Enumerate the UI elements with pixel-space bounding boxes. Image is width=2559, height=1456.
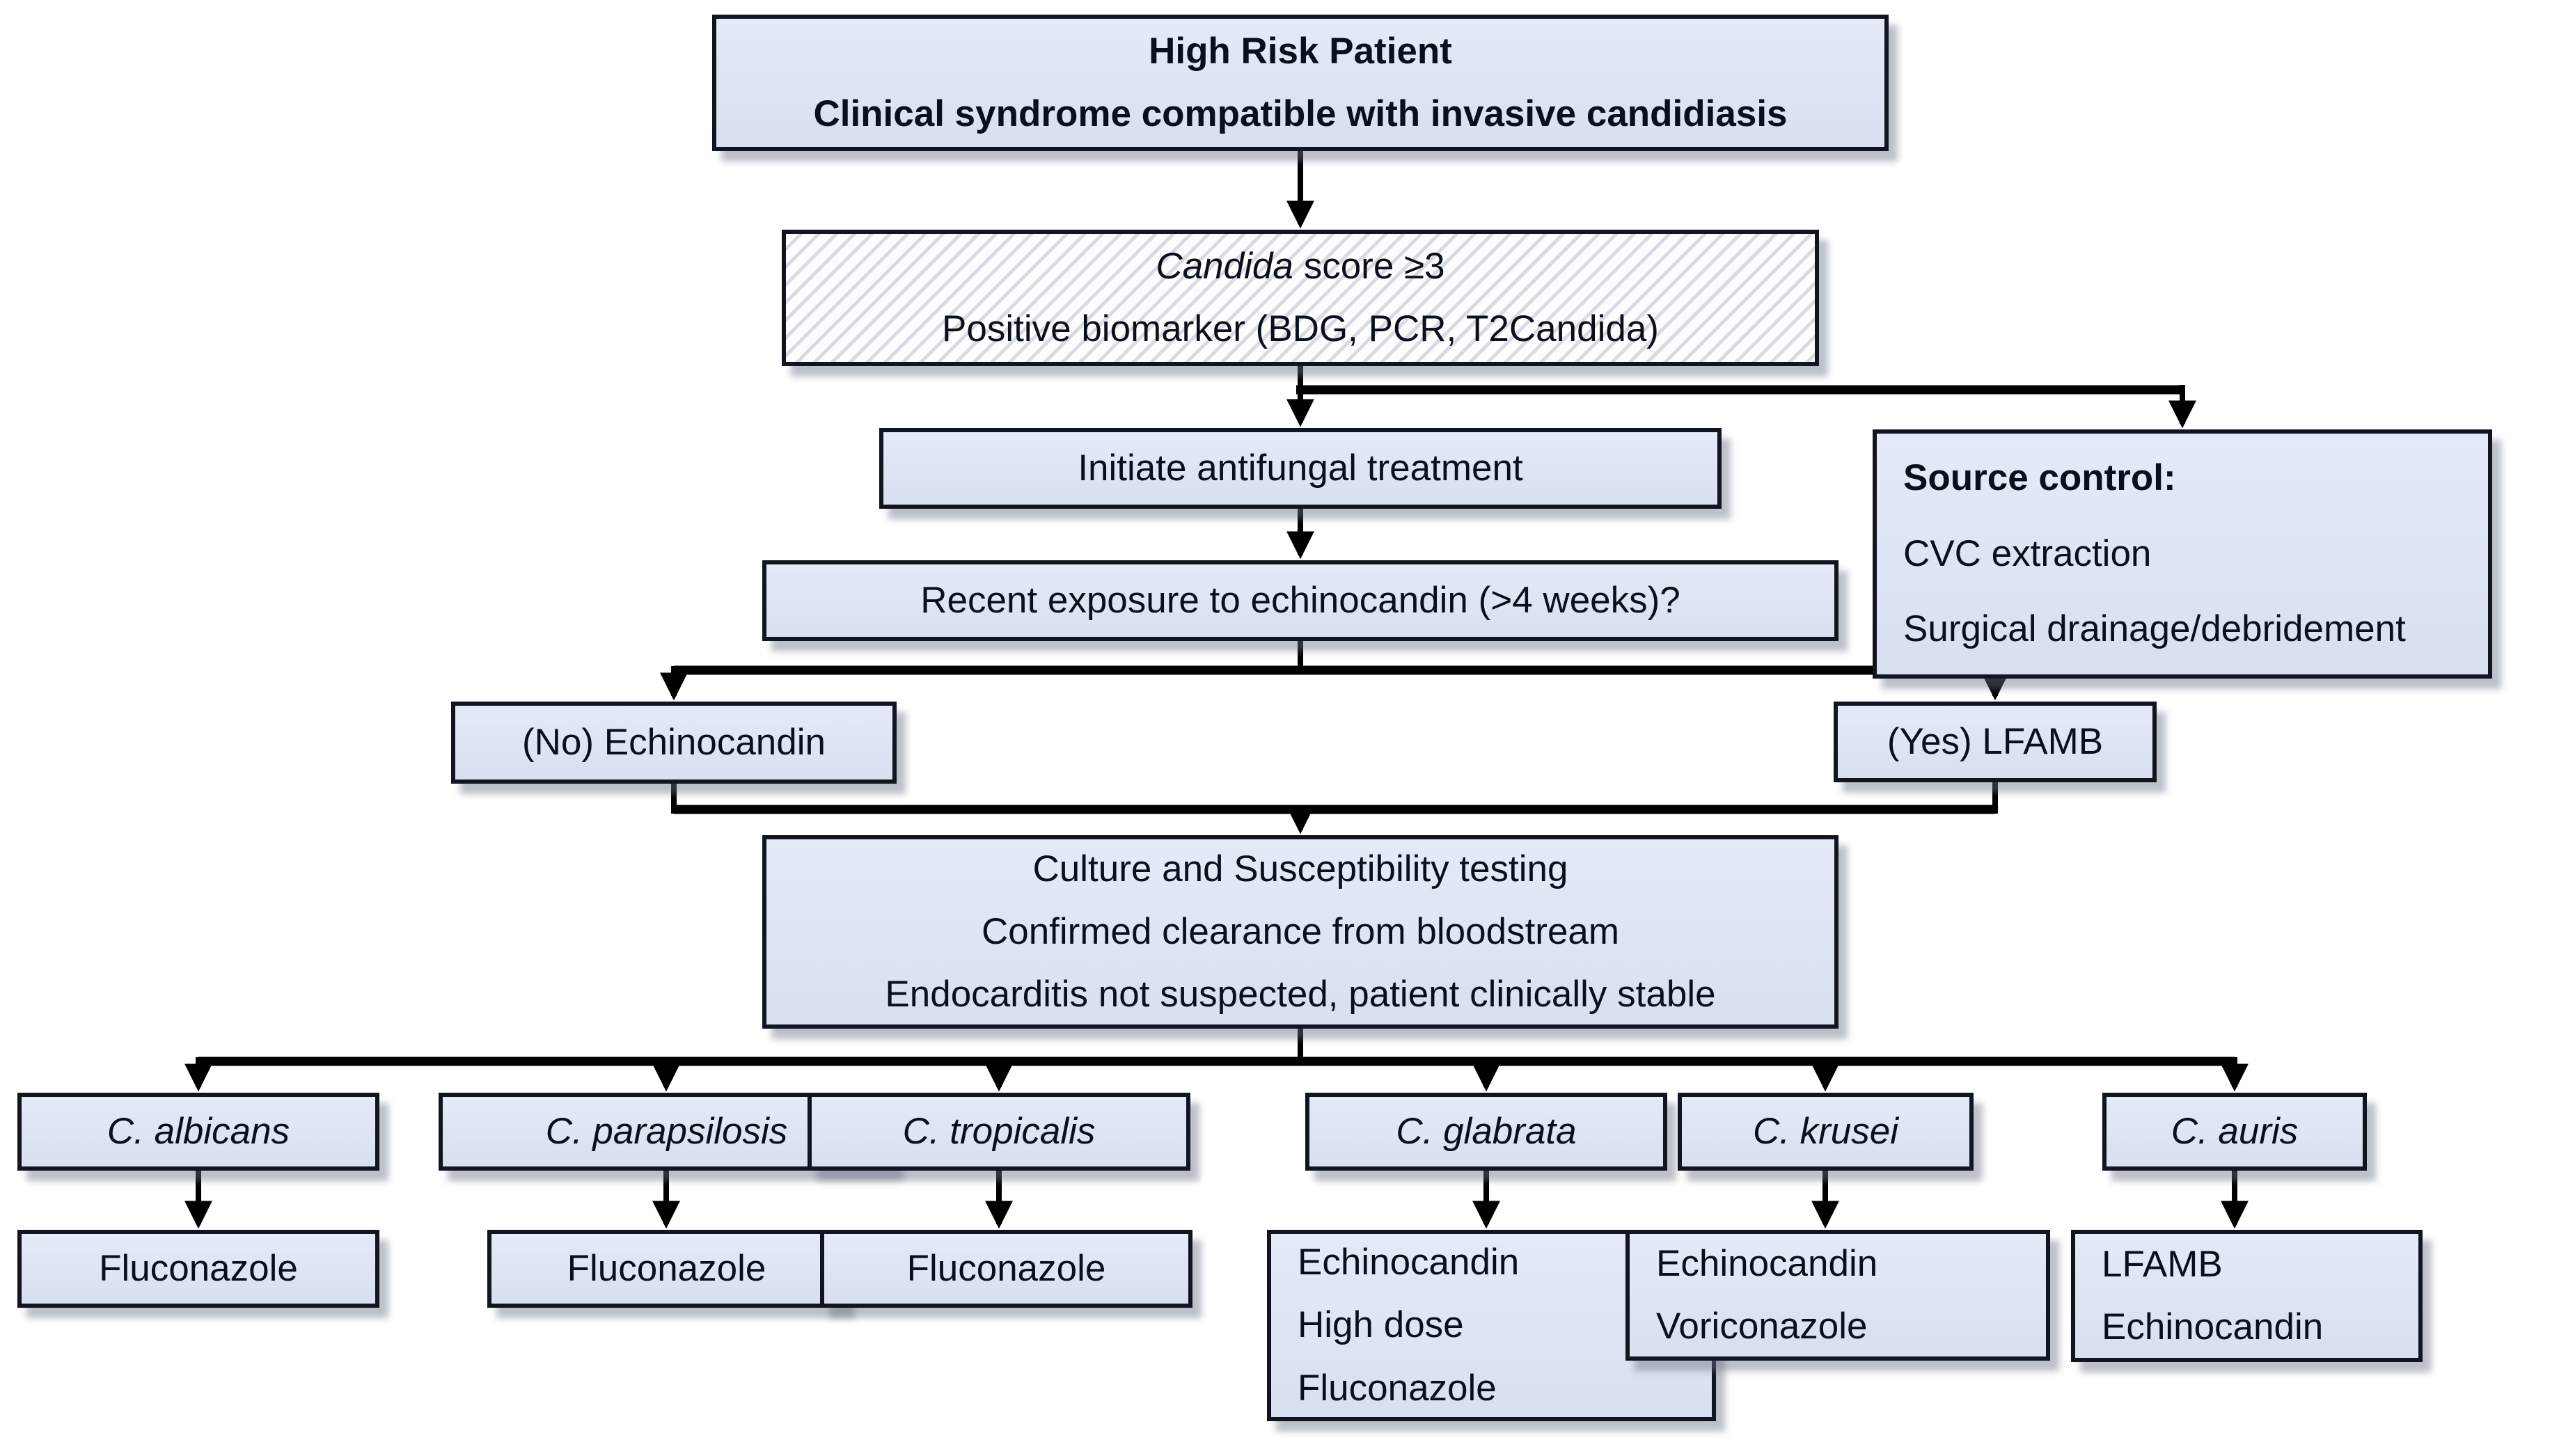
source-control-item1: CVC extraction [1903, 532, 2152, 574]
branch-yes-label: (Yes) LFAMB [1887, 720, 2104, 762]
node-species-tropicalis: C. tropicalis [808, 1093, 1190, 1171]
recent-exposure-label: Recent exposure to echinocandin (>4 week… [920, 579, 1680, 621]
criteria-line2: Positive biomarker (BDG, PCR, T2Candida) [942, 308, 1659, 349]
source-control-title: Source control: [1903, 457, 2176, 499]
branch-no-label: (No) Echinocandin [521, 721, 826, 763]
connector-species-split [184, 1029, 2249, 1092]
treatment-line: Echinocandin [1656, 1242, 1878, 1284]
high-risk-line2: Clinical syndrome compatible with invasi… [813, 93, 1788, 134]
species-name: C. krusei [1752, 1110, 1899, 1152]
culture-line1: Culture and Susceptibility testing [1032, 848, 1568, 889]
treatment-line: LFAMB [2102, 1243, 2223, 1285]
connector-species-to-treatment [184, 1171, 2249, 1229]
treatment-line: High dose [1298, 1304, 1464, 1346]
criteria-italic-term: Candida [1156, 245, 1293, 287]
treatment-line: Fluconazole [99, 1247, 298, 1289]
connector-no-yes-split [660, 641, 2009, 701]
node-treatment-albicans: Fluconazole [17, 1230, 379, 1308]
high-risk-line1: High Risk Patient [1149, 30, 1452, 72]
node-treatment-tropicalis: Fluconazole [820, 1230, 1192, 1308]
node-culture-susceptibility: Culture and Susceptibility testing Confi… [762, 835, 1838, 1029]
species-name: C. auris [2171, 1110, 2299, 1152]
node-branch-yes-lfamb: (Yes) LFAMB [1834, 702, 2157, 782]
species-name: C. albicans [107, 1110, 290, 1152]
node-treatment-auris: LFAMB Echinocandin [2071, 1230, 2423, 1362]
node-recent-exposure-question: Recent exposure to echinocandin (>4 week… [762, 560, 1838, 641]
node-source-control: Source control: CVC extraction Surgical … [1873, 429, 2492, 679]
treatment-line: Fluconazole [906, 1247, 1106, 1289]
species-name: C. parapsilosis [545, 1110, 788, 1152]
culture-line2: Confirmed clearance from bloodstream [981, 910, 1620, 952]
criteria-line1-rest: score ≥3 [1303, 245, 1445, 287]
node-treatment-krusei: Echinocandin Voriconazole [1625, 1230, 2050, 1361]
treatment-line: Fluconazole [1298, 1367, 1497, 1409]
initiate-label: Initiate antifungal treatment [1078, 447, 1523, 489]
culture-line3: Endocarditis not suspected, patient clin… [885, 974, 1716, 1015]
node-species-auris: C. auris [2102, 1093, 2367, 1171]
species-name: C. tropicalis [902, 1110, 1096, 1152]
connector-criteria-split [1286, 366, 2196, 429]
species-name: C. glabrata [1396, 1110, 1577, 1152]
node-initiate-treatment: Initiate antifungal treatment [879, 428, 1722, 509]
source-control-item2: Surgical drainage/debridement [1903, 608, 2406, 650]
treatment-line: Voriconazole [1656, 1306, 1868, 1347]
node-high-risk-patient: High Risk Patient Clinical syndrome comp… [712, 15, 1889, 151]
node-species-albicans: C. albicans [17, 1093, 379, 1171]
node-treatment-parapsilosis: Fluconazole [487, 1230, 846, 1308]
treatment-line: Echinocandin [2102, 1306, 2324, 1347]
node-branch-no-echinocandin: (No) Echinocandin [451, 702, 897, 784]
treatment-line: Fluconazole [567, 1247, 766, 1289]
node-species-krusei: C. krusei [1678, 1093, 1974, 1171]
treatment-line: Echinocandin [1298, 1242, 1520, 1283]
node-species-glabrata: C. glabrata [1305, 1093, 1667, 1171]
connector-merge-to-culture [671, 782, 1998, 834]
